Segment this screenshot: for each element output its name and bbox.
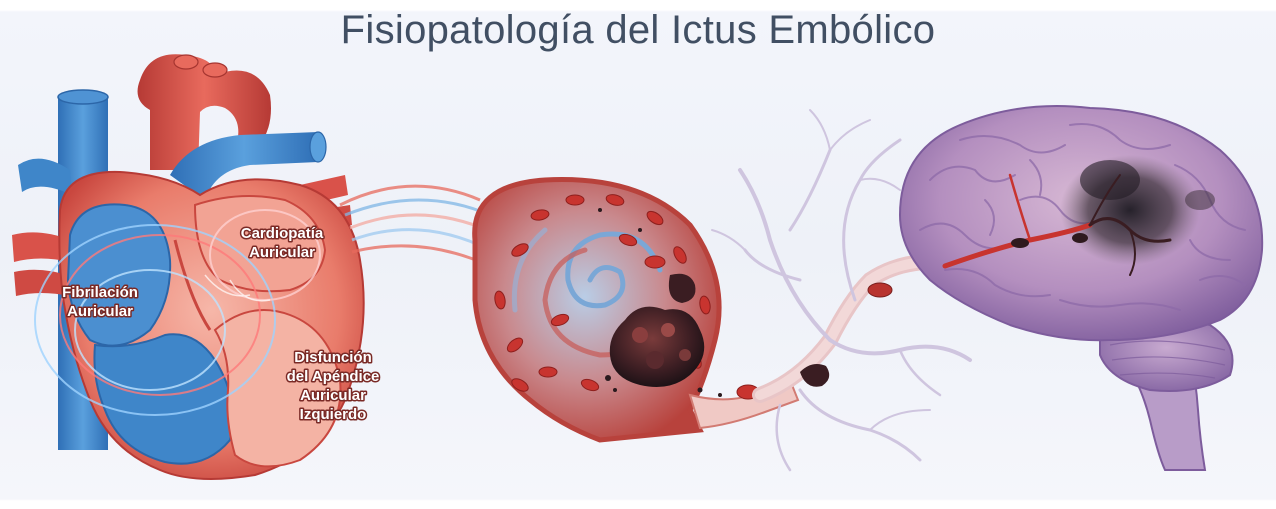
blood-flow-streams: [340, 186, 492, 265]
label-cardiopatia-line1: Cardiopatía: [241, 225, 324, 242]
label-disfuncion-line2: del Apéndice: [287, 368, 380, 385]
label-disfuncion-line4: Izquierdo: [300, 406, 367, 423]
label-fibrilacion-line1: Fibrilación: [62, 284, 138, 301]
brain: [900, 106, 1262, 470]
label-fibrilacion-line2: Auricular: [67, 303, 133, 320]
label-cardiopatia-line2: Auricular: [249, 244, 315, 261]
embolus-vessel: [475, 180, 798, 440]
heart: Fibrilación Auricular Cardiopatía Auricu…: [12, 54, 379, 479]
label-disfuncion-line1: Disfunción: [294, 349, 372, 366]
label-disfuncion-line3: Auricular: [300, 387, 366, 404]
